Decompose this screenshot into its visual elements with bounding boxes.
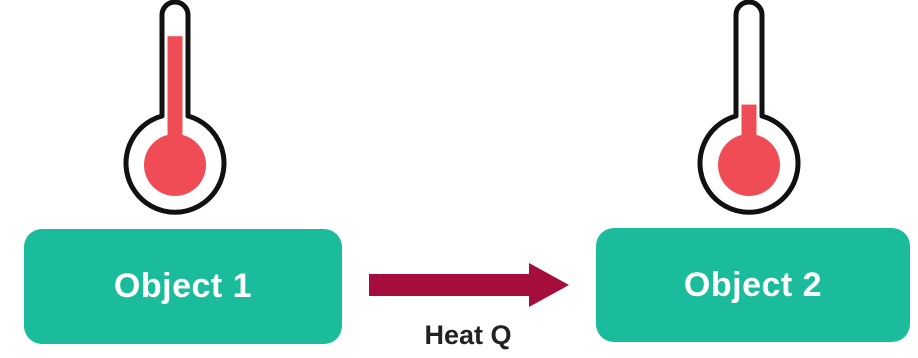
thermometer-1-bulb bbox=[144, 134, 206, 196]
heat-label: Heat Q bbox=[424, 320, 512, 350]
heat-flow-arrow-icon bbox=[369, 263, 569, 307]
thermometer-2-bulb bbox=[718, 134, 780, 196]
thermometer-1-icon bbox=[123, 0, 227, 215]
object-1-box: Object 1 bbox=[24, 229, 342, 344]
object-2-label: Object 2 bbox=[683, 265, 823, 304]
object-1-label: Object 1 bbox=[113, 267, 253, 305]
thermometer-2-icon bbox=[697, 0, 801, 215]
heat-flow-arrow-shape bbox=[369, 263, 569, 307]
object-2-box: Object 2 bbox=[596, 228, 910, 342]
